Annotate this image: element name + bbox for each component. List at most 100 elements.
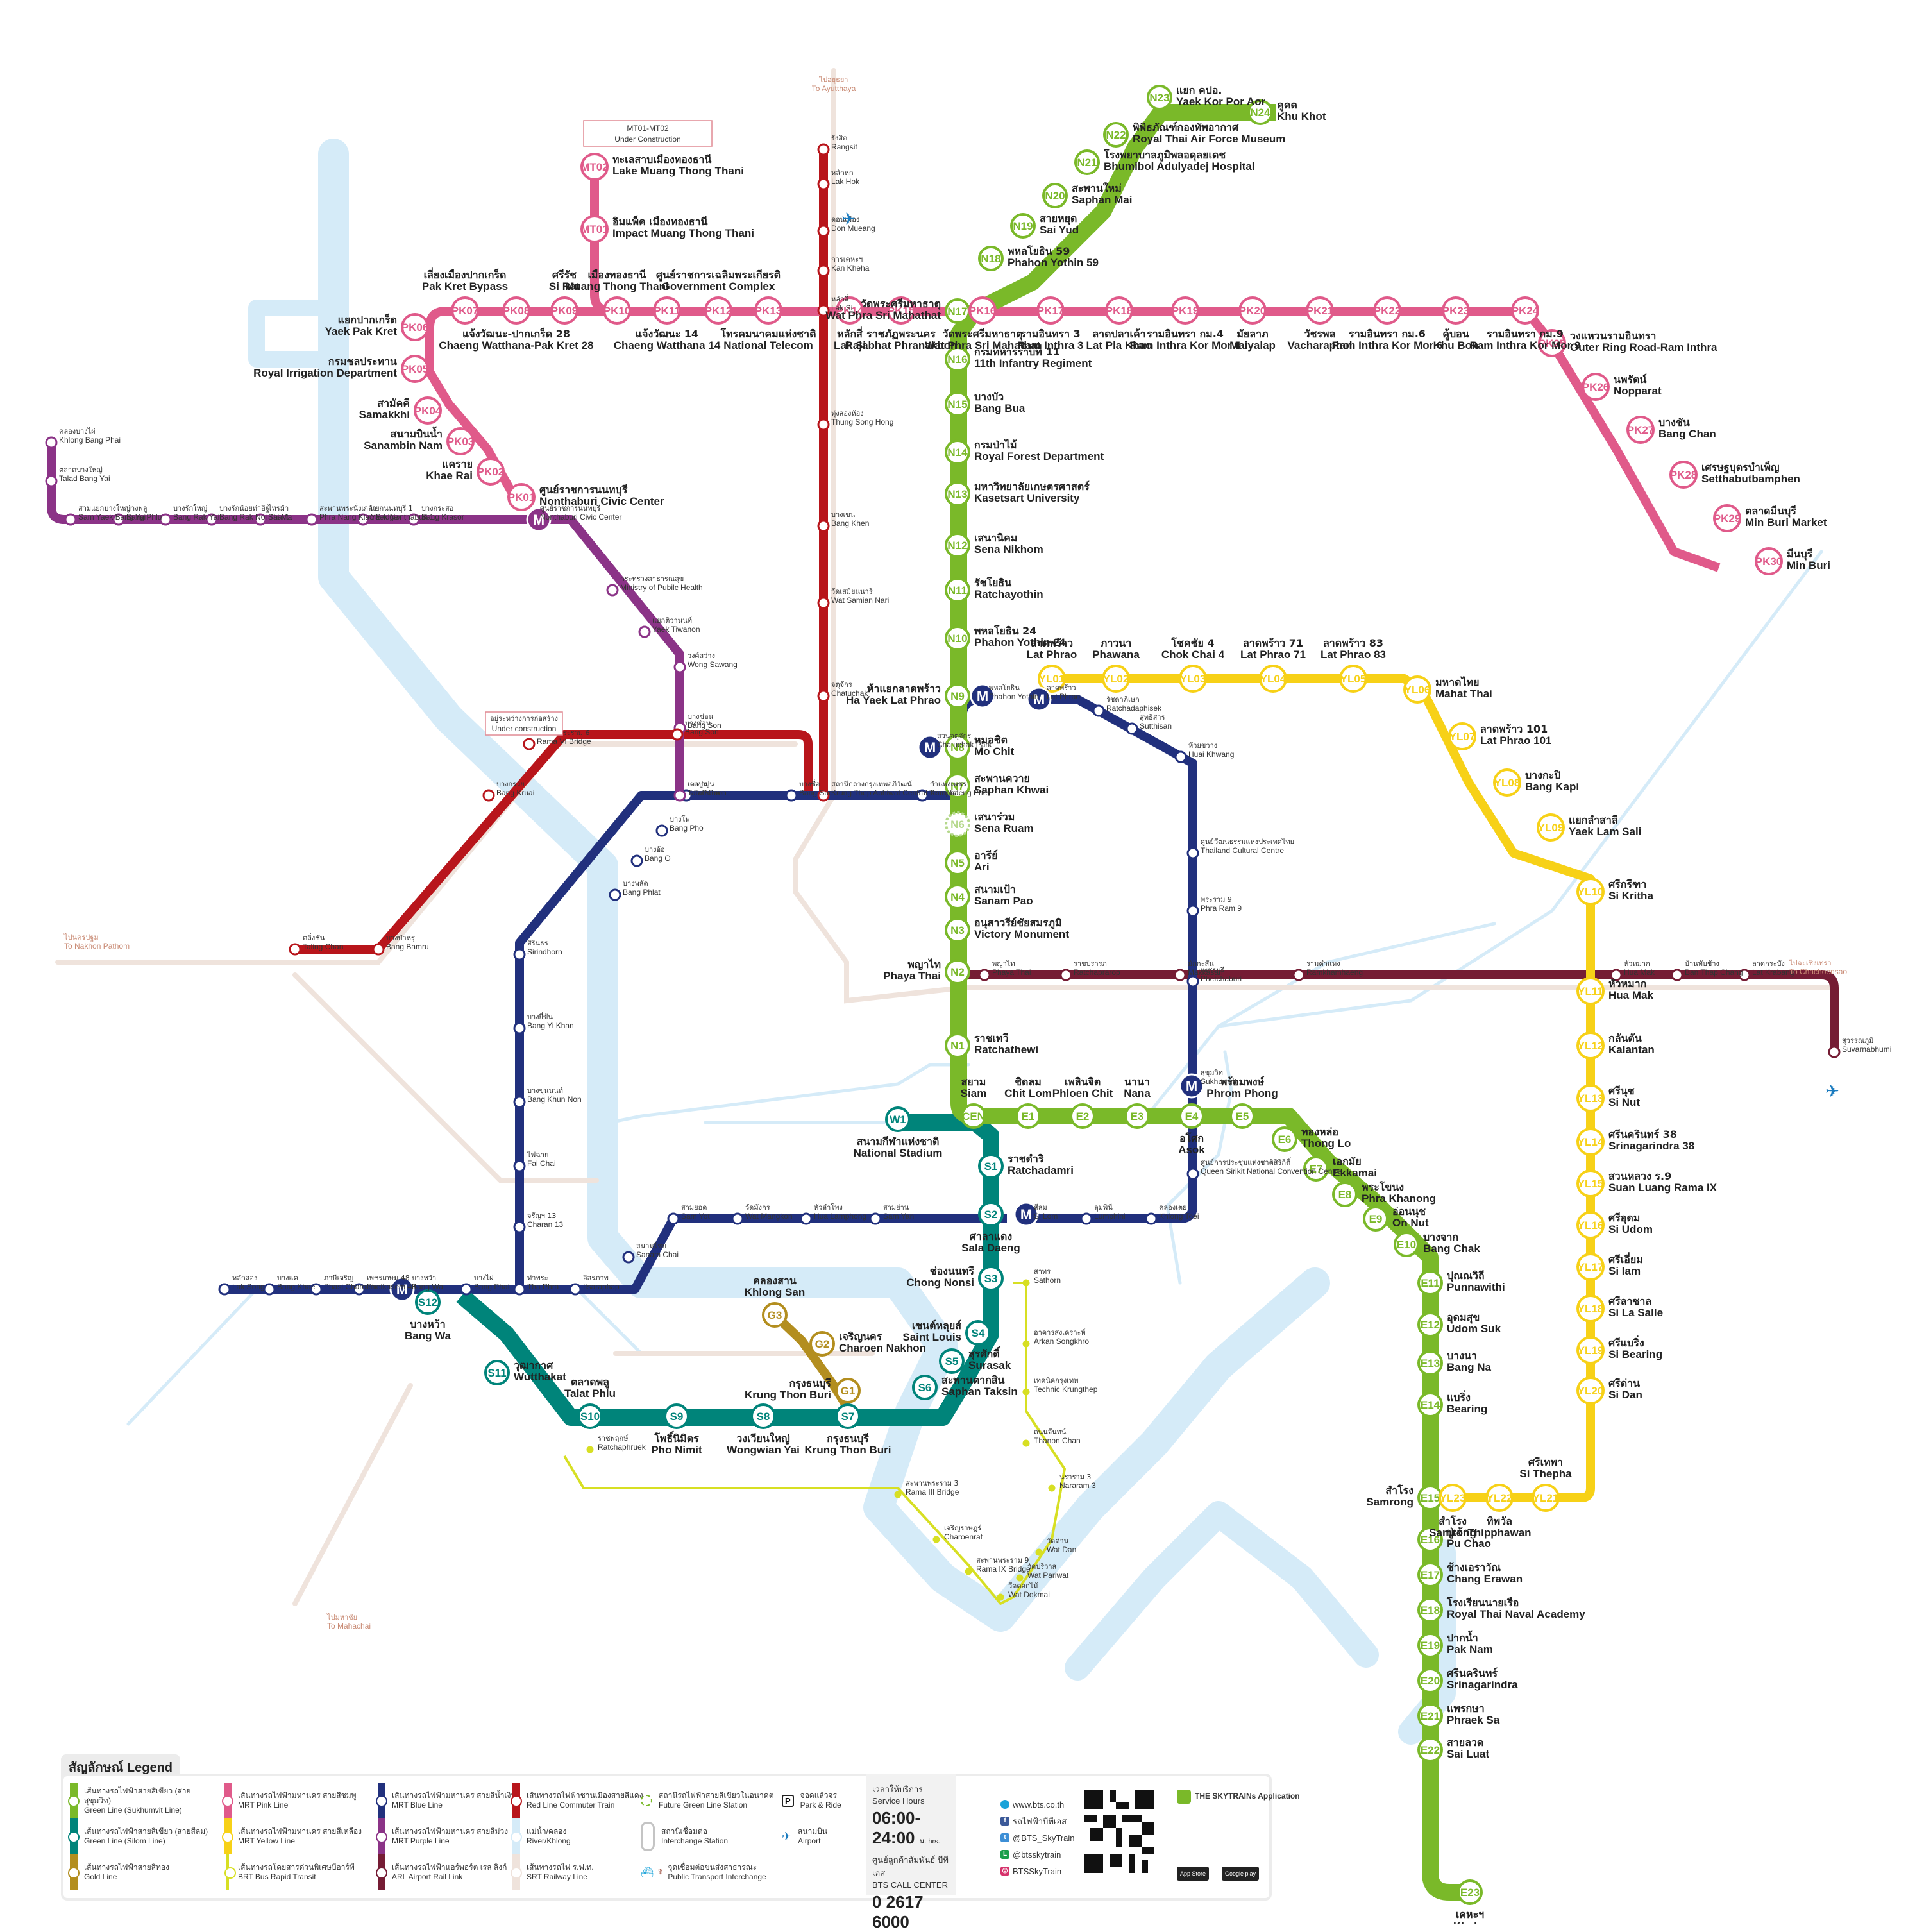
station-yl01[interactable]: YL01 bbox=[1038, 665, 1066, 693]
station-sam-yaek-bang-yai[interactable] bbox=[64, 513, 77, 526]
station-bang-rak-noi-tha-it[interactable] bbox=[205, 513, 218, 526]
station-n15[interactable]: N15 bbox=[945, 391, 970, 417]
station-pk12[interactable]: PK12 bbox=[704, 296, 732, 325]
station-e16[interactable]: E16 bbox=[1417, 1527, 1443, 1552]
station-n5[interactable]: N5 bbox=[945, 850, 970, 876]
station-yl09[interactable]: YL09 bbox=[1537, 813, 1565, 842]
station-n20[interactable]: N20 bbox=[1042, 183, 1068, 208]
station-e6[interactable]: E6 bbox=[1272, 1126, 1297, 1152]
station-kan-kheha[interactable] bbox=[817, 264, 830, 277]
station-pk09[interactable]: PK09 bbox=[550, 296, 578, 325]
station-e7[interactable]: E7 bbox=[1303, 1156, 1329, 1182]
station-e17[interactable]: E17 bbox=[1417, 1562, 1443, 1588]
station-e13[interactable]: E13 bbox=[1417, 1350, 1443, 1376]
station-wat-dokmai[interactable] bbox=[997, 1593, 1004, 1601]
station-n16[interactable]: N16 bbox=[945, 346, 970, 372]
station-e21[interactable]: E21 bbox=[1417, 1703, 1443, 1729]
station-e1[interactable]: E1 bbox=[1015, 1103, 1041, 1129]
station-sam-yot[interactable] bbox=[667, 1212, 680, 1225]
instagram-link[interactable]: ◎BTSSkyTrain bbox=[1000, 1863, 1075, 1879]
station-pk28[interactable]: PK28 bbox=[1669, 461, 1698, 489]
station-yaek-tiwanon[interactable] bbox=[638, 625, 651, 638]
station-phaya-thai[interactable] bbox=[978, 969, 991, 981]
station-n17[interactable]: N17 bbox=[945, 298, 970, 324]
station-pk23[interactable]: PK23 bbox=[1442, 296, 1470, 325]
station-pk04[interactable]: PK04 bbox=[414, 396, 442, 425]
station-mt02[interactable]: MT02 bbox=[580, 153, 609, 181]
station-yl05[interactable]: YL05 bbox=[1339, 665, 1367, 693]
station-s8[interactable]: S8 bbox=[750, 1403, 776, 1429]
station-e12[interactable]: E12 bbox=[1417, 1312, 1443, 1337]
station-bang-phai[interactable] bbox=[460, 1283, 473, 1296]
station-n23[interactable]: N23 bbox=[1147, 85, 1172, 110]
station-lak-si[interactable] bbox=[817, 304, 830, 317]
station-ratchadaphisek[interactable] bbox=[1092, 704, 1105, 717]
station-bang-pho[interactable] bbox=[655, 824, 668, 837]
station-n18[interactable]: N18 bbox=[978, 246, 1004, 271]
station-nararam-3[interactable] bbox=[1048, 1484, 1056, 1492]
station-yl13[interactable]: YL13 bbox=[1576, 1084, 1605, 1112]
station-pk15[interactable]: PK15 bbox=[887, 296, 915, 325]
station-pk17[interactable]: PK17 bbox=[1036, 296, 1065, 325]
station-lat-krabang[interactable] bbox=[1738, 969, 1751, 981]
app-promo[interactable]: THE SKYTRAINs Application bbox=[1177, 1790, 1300, 1804]
station-e20[interactable]: E20 bbox=[1417, 1668, 1443, 1693]
station-s12[interactable]: S12 bbox=[415, 1289, 441, 1315]
station-e11[interactable]: E11 bbox=[1417, 1270, 1443, 1296]
station-yl12[interactable]: YL12 bbox=[1576, 1031, 1605, 1060]
station-n6[interactable]: N6 bbox=[945, 811, 970, 837]
station-don-mueang[interactable] bbox=[817, 225, 830, 237]
station-s5[interactable]: S5 bbox=[939, 1348, 965, 1374]
station-ratchaprarop[interactable] bbox=[1059, 969, 1072, 981]
station-n11[interactable]: N11 bbox=[945, 577, 970, 603]
google-play-badge[interactable]: Google play bbox=[1222, 1867, 1260, 1881]
station-pk05[interactable]: PK05 bbox=[401, 355, 429, 383]
station-e2[interactable]: E2 bbox=[1070, 1103, 1095, 1129]
station-n7[interactable]: N7 bbox=[945, 773, 970, 799]
station-wat-samian-nari[interactable] bbox=[817, 597, 830, 609]
station-charoenrat[interactable] bbox=[932, 1536, 940, 1543]
station-bang-krasor[interactable] bbox=[407, 513, 420, 526]
station-thailand-cultural-centre[interactable] bbox=[1186, 847, 1199, 860]
station-phra-ram-9[interactable] bbox=[1186, 904, 1199, 917]
station-yl14[interactable]: YL14 bbox=[1576, 1128, 1605, 1156]
station-e4[interactable]: E4 bbox=[1179, 1103, 1204, 1129]
station-s4[interactable]: S4 bbox=[965, 1320, 991, 1346]
station-tao-poon[interactable] bbox=[673, 789, 686, 802]
station-e22[interactable]: E22 bbox=[1417, 1737, 1443, 1763]
station-pk10[interactable]: PK10 bbox=[603, 296, 631, 325]
station-e15[interactable]: E15 bbox=[1417, 1485, 1443, 1511]
station-yl23[interactable]: YL23 bbox=[1439, 1484, 1467, 1512]
station-pk03[interactable]: PK03 bbox=[446, 427, 475, 455]
station-ratchaphruek[interactable] bbox=[586, 1446, 594, 1453]
station-chatuchak[interactable] bbox=[817, 690, 830, 702]
station-wong-sawang[interactable] bbox=[673, 661, 686, 674]
station-sai-ma[interactable] bbox=[254, 513, 267, 526]
station-yl06[interactable]: YL06 bbox=[1403, 675, 1431, 704]
station-bang-khun-non[interactable] bbox=[513, 1096, 526, 1108]
station-s3[interactable]: S3 bbox=[978, 1266, 1004, 1291]
station-yl16[interactable]: YL16 bbox=[1576, 1211, 1605, 1239]
station-yl21[interactable]: YL21 bbox=[1532, 1484, 1560, 1512]
station-yl10[interactable]: YL10 bbox=[1576, 877, 1605, 906]
station-pk07[interactable]: PK07 bbox=[451, 296, 479, 325]
station-phra-nang-klao-bridge[interactable] bbox=[305, 513, 318, 526]
twitter-link[interactable]: t@BTS_SkyTrain bbox=[1000, 1829, 1075, 1846]
station-pk14[interactable]: PK14 bbox=[836, 296, 864, 325]
qr-code[interactable] bbox=[1084, 1790, 1154, 1873]
station-n12[interactable]: N12 bbox=[945, 532, 970, 558]
station-e14[interactable]: E14 bbox=[1417, 1392, 1443, 1418]
station-rangsit[interactable] bbox=[817, 143, 830, 156]
station-sam-yan[interactable] bbox=[869, 1212, 882, 1225]
station-pk22[interactable]: PK22 bbox=[1373, 296, 1401, 325]
station-arkan-songkhro[interactable] bbox=[1022, 1340, 1030, 1348]
station-charan-13[interactable] bbox=[513, 1221, 526, 1233]
website-link[interactable]: www.bts.co.th bbox=[1000, 1796, 1075, 1813]
station-rama-iii-bridge[interactable] bbox=[894, 1491, 902, 1498]
station-n3[interactable]: N3 bbox=[945, 917, 970, 943]
station-yl17[interactable]: YL17 bbox=[1576, 1253, 1605, 1281]
station-n4[interactable]: N4 bbox=[945, 884, 970, 910]
station-e9[interactable]: E9 bbox=[1363, 1206, 1388, 1232]
station-thanon-chan[interactable] bbox=[1022, 1439, 1030, 1447]
station-pk02[interactable]: PK02 bbox=[477, 457, 505, 486]
